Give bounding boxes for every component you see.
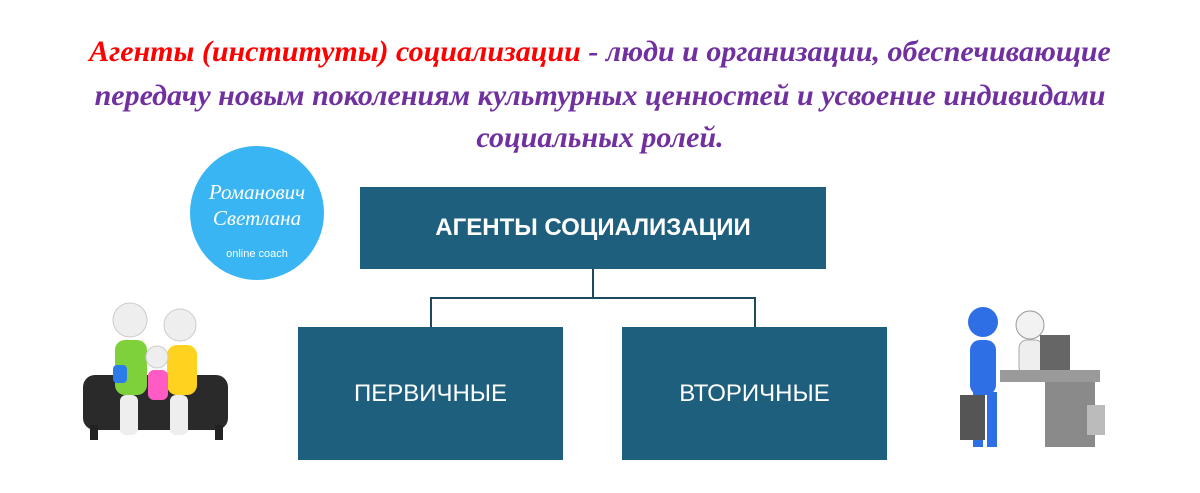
connector bbox=[754, 297, 756, 327]
definition-text: - люди и организации, обеспечивающие bbox=[580, 35, 1111, 68]
office-illustration bbox=[960, 307, 1105, 447]
family-illustration bbox=[83, 302, 228, 440]
connector bbox=[430, 297, 756, 299]
root-box: АГЕНТЫ СОЦИАЛИЗАЦИИ bbox=[360, 187, 826, 269]
logo-name-1: Романович bbox=[208, 180, 306, 204]
definition-line-1: Агенты (институты) социализации - люди и… bbox=[0, 32, 1200, 72]
definition-line-3: социальных ролей. bbox=[476, 121, 724, 154]
term: Агенты (институты) социализации bbox=[89, 35, 581, 68]
logo: Романович Светлана online coach bbox=[190, 146, 324, 280]
logo-tagline: online coach bbox=[226, 248, 288, 260]
secondary-box: ВТОРИЧНЫЕ bbox=[622, 327, 887, 460]
definition-line-2: передачу новым поколениям культурных цен… bbox=[94, 79, 1106, 112]
logo-name-2: Светлана bbox=[212, 206, 302, 230]
primary-box: ПЕРВИЧНЫЕ bbox=[298, 327, 563, 460]
connector bbox=[592, 269, 594, 299]
connector bbox=[430, 297, 432, 327]
